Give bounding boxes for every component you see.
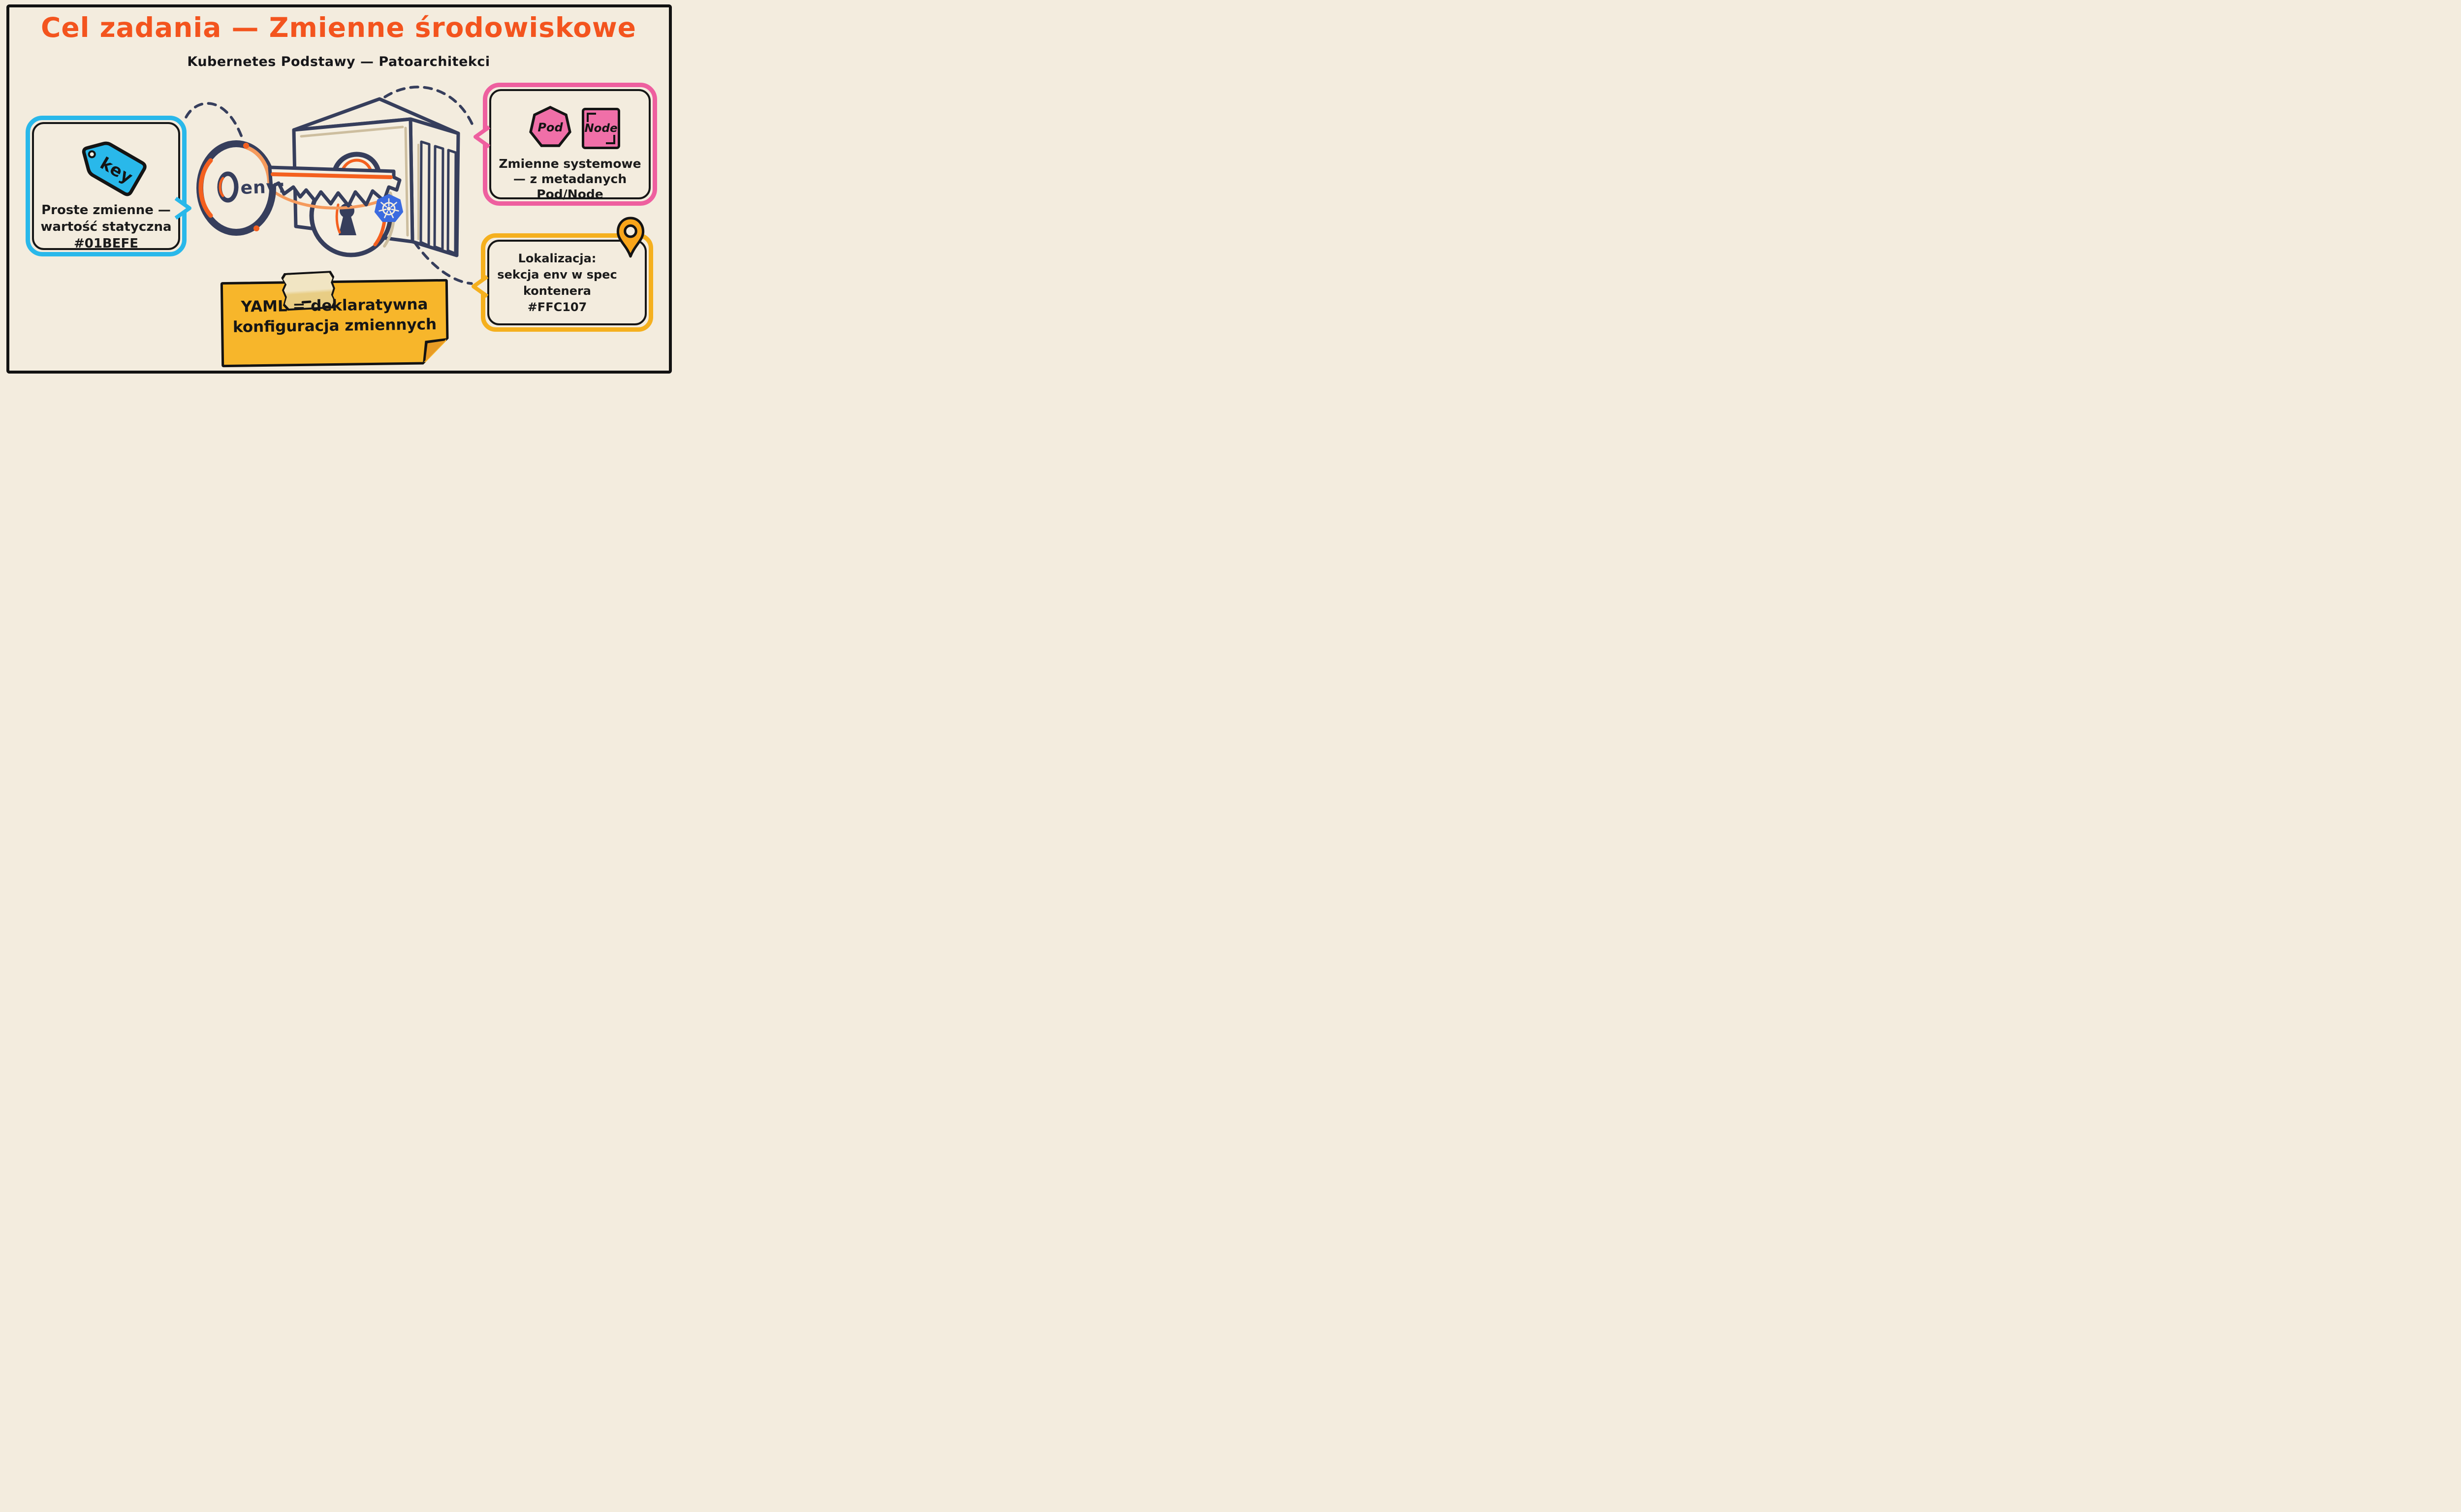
location-pin-icon <box>616 217 645 258</box>
dashed-connectors <box>185 86 475 285</box>
text-line: #FFC107 <box>527 300 587 314</box>
system-variables-text: Zmienne systemowe — z metadanych Pod/Nod… <box>489 156 651 202</box>
simple-variables-text: Proste zmienne — wartość statyczna #01BE… <box>32 202 180 252</box>
pod-icon-label: Pod <box>537 121 563 134</box>
slide: env: Cel zadania — Zmienne środowiskowe … <box>0 0 677 378</box>
node-icon-label: Node <box>584 122 618 135</box>
text-line: Zmienne systemowe <box>499 157 641 171</box>
bubble-system-variables: Pod Node Zmienne systemowe — z metadanyc… <box>473 83 657 206</box>
bubble-simple-variables: key Proste zmienne — wartość statyczna #… <box>26 116 191 256</box>
key-tag-icon: key <box>82 141 147 196</box>
yaml-note-text: YAML = deklaratywna konfiguracja zmienny… <box>223 294 446 338</box>
text-line: #01BEFE <box>73 236 139 251</box>
page-subtitle: Kubernetes Podstawy — Patoarchitekci <box>187 54 490 69</box>
env-key-label: env: <box>240 177 286 198</box>
text-line: Proste zmienne — <box>41 203 171 218</box>
pod-icon: Pod <box>529 106 571 147</box>
bubble-location: Lokalizacja: sekcja env w spec kontenera… <box>472 217 653 332</box>
text-line: Lokalizacja: <box>518 252 597 265</box>
key-container-illustration: env: <box>185 86 475 285</box>
text-line: YAML = deklaratywna <box>241 295 428 316</box>
text-line: Pod/Node <box>536 187 603 201</box>
yaml-note: YAML = deklaratywna konfiguracja zmienny… <box>220 279 449 368</box>
bubble-pointer-right <box>174 196 191 220</box>
node-icon: Node <box>582 108 620 149</box>
text-line: konfiguracja zmiennych <box>232 315 437 336</box>
text-line: — z metadanych <box>513 172 627 186</box>
bubble-pointer-left <box>472 275 489 298</box>
dashed-connector-bottom-right <box>413 241 473 285</box>
env-key: env: <box>196 140 402 236</box>
text-line: sekcja env w spec <box>497 268 617 282</box>
text-line: kontenera <box>523 284 592 298</box>
dashed-connector-left <box>185 102 245 142</box>
text-line: wartość statyczna <box>40 220 172 234</box>
dashed-connector-top-right <box>383 86 475 128</box>
kubernetes-logo-icon <box>374 194 404 222</box>
bubble-pointer-left <box>473 125 491 149</box>
page-title: Cel zadania — Zmienne środowiskowe <box>40 12 636 43</box>
location-text: Lokalizacja: sekcja env w spec kontenera… <box>487 251 647 315</box>
